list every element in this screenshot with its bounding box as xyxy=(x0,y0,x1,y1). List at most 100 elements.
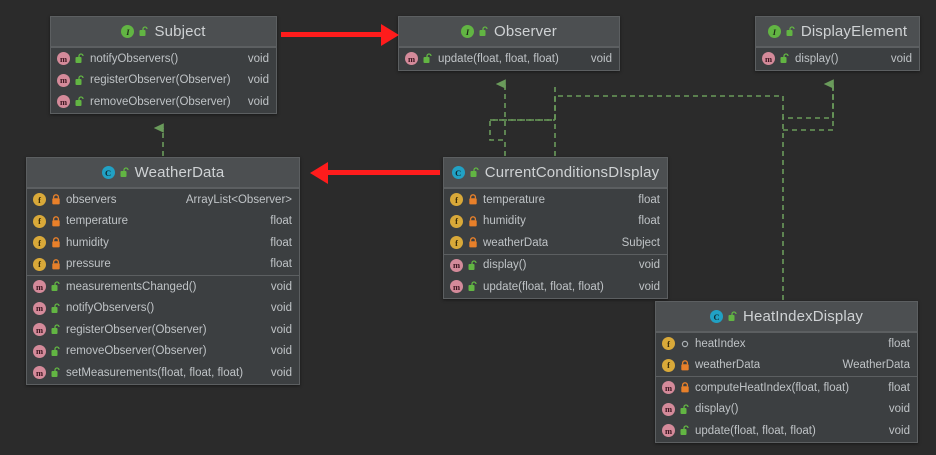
uml-node-displayelement[interactable]: I DisplayElement m display() void xyxy=(755,16,920,71)
member-name: weatherData xyxy=(695,359,761,372)
method-icon: m xyxy=(662,381,675,395)
member-type: WeatherData xyxy=(842,359,910,372)
member-row[interactable]: m update(float, float, float) void xyxy=(656,420,917,442)
member-row[interactable]: m removeObserver(Observer) void xyxy=(51,91,276,113)
node-section-fields: f heatIndex float f weatherData WeatherD… xyxy=(656,332,917,376)
field-icon: f xyxy=(33,257,46,271)
member-name: temperature xyxy=(483,193,546,206)
member-name: removeObserver(Observer) xyxy=(66,345,207,358)
uml-node-observer[interactable]: I Observer m update(float, float, float)… xyxy=(398,16,620,71)
member-row[interactable]: m setMeasurements(float, float, float) v… xyxy=(27,362,299,384)
node-title: WeatherData xyxy=(134,164,225,181)
member-row[interactable]: m update(float, float, float) void xyxy=(444,276,667,298)
member-type: float xyxy=(638,215,660,228)
node-header-observer: I Observer xyxy=(399,17,619,47)
member-type: void xyxy=(270,302,292,315)
member-row[interactable]: f pressure float xyxy=(27,254,299,276)
member-type: void xyxy=(638,259,660,272)
member-type: void xyxy=(590,52,612,65)
member-type: void xyxy=(247,95,269,108)
method-icon: m xyxy=(33,366,46,380)
link-heatindexdisplay-implements-displayelement xyxy=(783,110,834,131)
member-row[interactable]: f weatherData WeatherData xyxy=(656,355,917,377)
member-row[interactable]: m display() void xyxy=(444,255,667,277)
node-section-methods: m display() void m update(float, float, … xyxy=(444,253,667,298)
method-icon: m xyxy=(662,424,675,438)
public-lock-icon xyxy=(468,260,478,271)
field-icon: f xyxy=(33,236,46,250)
member-name: update(float, float, float) xyxy=(483,280,604,293)
member-row[interactable]: f temperature float xyxy=(444,189,667,211)
member-row[interactable]: f weatherData Subject xyxy=(444,232,667,254)
member-row[interactable]: f humidity float xyxy=(27,232,299,254)
member-type: void xyxy=(888,424,910,437)
uml-node-subject[interactable]: I Subject m notifyObservers() void m reg… xyxy=(50,16,277,114)
member-type: void xyxy=(270,345,292,358)
public-lock-icon xyxy=(423,53,433,64)
node-title: HeatIndexDisplay xyxy=(743,308,863,325)
member-row[interactable]: m computeHeatIndex(float, float) float xyxy=(656,377,917,399)
member-name: registerObserver(Observer) xyxy=(66,323,207,336)
member-type: void xyxy=(270,323,292,336)
member-name: display() xyxy=(695,403,739,416)
interface-icon: I xyxy=(121,25,135,38)
member-name: update(float, float, float) xyxy=(695,424,816,437)
node-header-weatherdata: C WeatherData xyxy=(27,158,299,188)
public-lock-icon xyxy=(51,346,61,357)
public-lock-icon xyxy=(51,303,61,314)
method-icon: m xyxy=(662,402,675,416)
member-row[interactable]: f temperature float xyxy=(27,211,299,233)
method-icon: m xyxy=(57,52,70,66)
public-lock-icon xyxy=(75,75,85,86)
public-lock-icon xyxy=(468,281,478,292)
member-type: Subject xyxy=(621,236,660,249)
public-lock-icon xyxy=(75,53,85,64)
private-lock-icon xyxy=(680,359,690,371)
member-row[interactable]: m notifyObservers() void xyxy=(51,48,276,70)
member-name: temperature xyxy=(66,215,129,228)
member-row[interactable]: f humidity float xyxy=(444,211,667,233)
member-row[interactable]: m removeObserver(Observer) void xyxy=(27,341,299,363)
link-currentconditions-implements-observer xyxy=(489,84,556,156)
method-icon: m xyxy=(33,323,46,337)
private-lock-icon xyxy=(51,237,61,248)
member-type: ArrayList<Observer> xyxy=(185,193,292,206)
member-name: notifyObservers() xyxy=(66,302,155,315)
member-row[interactable]: m display() void xyxy=(756,48,919,70)
public-lock-icon xyxy=(680,404,690,415)
method-icon: m xyxy=(33,344,46,358)
member-name: update(float, float, float) xyxy=(438,52,559,65)
member-row[interactable]: m registerObserver(Observer) void xyxy=(27,319,299,341)
node-section-methods: m computeHeatIndex(float, float) float m… xyxy=(656,376,917,442)
node-header-displayelement: I DisplayElement xyxy=(756,17,919,47)
member-type: void xyxy=(638,280,660,293)
member-name: display() xyxy=(795,52,839,65)
member-name: removeObserver(Observer) xyxy=(90,95,231,108)
member-type: void xyxy=(247,74,269,87)
member-name: humidity xyxy=(483,215,526,228)
method-icon: m xyxy=(33,301,46,315)
member-row[interactable]: m update(float, float, float) void xyxy=(399,48,619,70)
member-type: void xyxy=(247,52,269,65)
node-title: DisplayElement xyxy=(800,23,908,40)
uml-node-weatherdata[interactable]: C WeatherData f observers ArrayList<Obse… xyxy=(26,157,300,385)
member-name: setMeasurements(float, float, float) xyxy=(66,366,244,379)
node-section: m display() void xyxy=(756,47,919,70)
uml-node-currentconditionsdisplay[interactable]: C CurrentConditionsDIsplay f temperature… xyxy=(443,157,668,299)
member-row[interactable]: m display() void xyxy=(656,399,917,421)
member-row[interactable]: m registerObserver(Observer) void xyxy=(51,70,276,92)
private-lock-icon xyxy=(468,237,478,248)
uml-node-heatindexdisplay[interactable]: C HeatIndexDisplay f heatIndex float f w… xyxy=(655,301,918,443)
public-lock-icon xyxy=(139,26,149,37)
member-row[interactable]: m measurementsChanged() void xyxy=(27,276,299,298)
member-row[interactable]: f observers ArrayList<Observer> xyxy=(27,189,299,211)
member-type: void xyxy=(888,403,910,416)
member-type: float xyxy=(638,193,660,206)
emphasis-arrow-currentconditions-to-weatherdata-head xyxy=(310,161,328,184)
member-type: float xyxy=(888,381,910,394)
member-row[interactable]: f heatIndex float xyxy=(656,333,917,355)
public-lock-icon xyxy=(728,311,738,322)
field-icon: f xyxy=(450,193,463,207)
field-icon: f xyxy=(662,358,675,372)
member-row[interactable]: m notifyObservers() void xyxy=(27,298,299,320)
